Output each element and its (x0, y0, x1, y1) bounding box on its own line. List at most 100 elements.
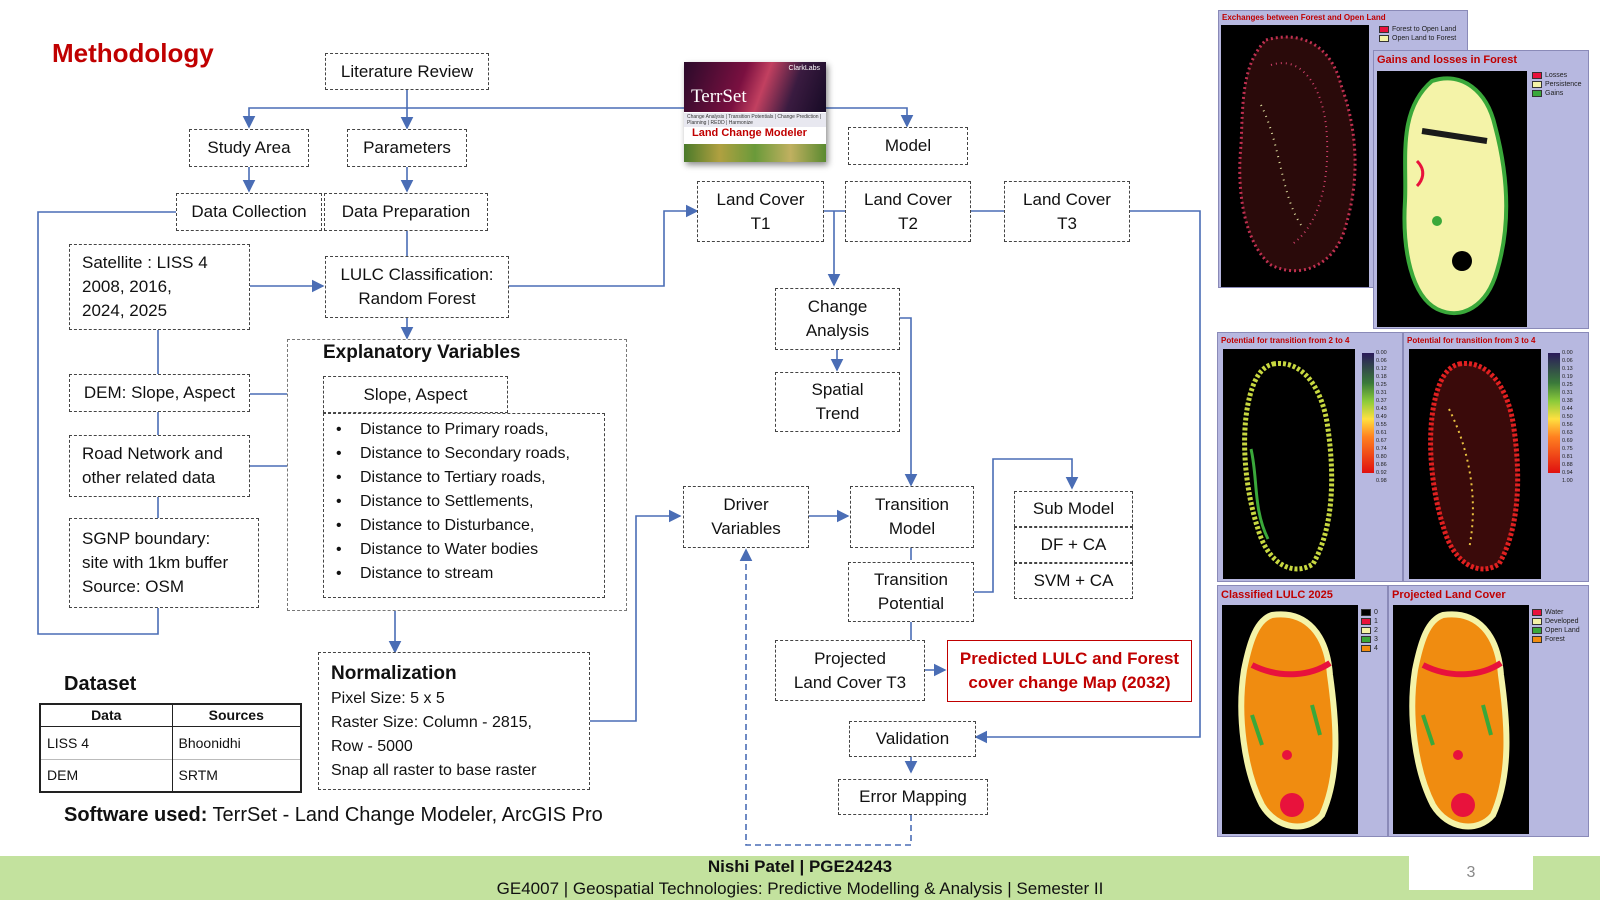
ramp-tick-label: 0.55 (1376, 422, 1387, 428)
potential-2-4-color-ramp (1362, 353, 1374, 473)
legend-swatch (1361, 608, 1371, 616)
transition-potential-box: Transition Potential (848, 562, 974, 622)
footer-author: Nishi Patel | PGE24243 (707, 857, 893, 876)
panel-title: Projected Land Cover (1392, 589, 1506, 601)
ramp-tick-label: 1.00 (1562, 478, 1573, 484)
projected-land-cover-map-art (1409, 611, 1510, 830)
software-label: Software used: (64, 804, 208, 826)
panel-title: Gains and losses in Forest (1377, 54, 1517, 66)
legend-label: Open Land (1545, 627, 1580, 634)
ramp-tick-label: 0.18 (1376, 374, 1387, 380)
normalization-title: Normalization (331, 663, 457, 684)
gains-losses-map (1377, 71, 1527, 327)
legend-swatch (1361, 626, 1371, 634)
projected-land-cover-legend: Water Developed Open Land Forest (1532, 608, 1580, 644)
land-change-modeler-label: Land Change Modeler (692, 127, 807, 139)
terrset-name: TerrSet (691, 86, 747, 107)
legend-swatch (1379, 34, 1389, 42)
dataset-title: Dataset (64, 673, 137, 695)
terrset-banner (684, 62, 826, 112)
spatial-trend-box: Spatial Trend (775, 372, 900, 432)
transition-model-box: Transition Model (850, 486, 974, 548)
gains-losses-panel: Gains and losses in Forest Losses Persis… (1373, 50, 1589, 329)
footer-course: GE4007 | Geospatial Technologies: Predic… (496, 879, 1104, 898)
table-cell: DEM (40, 758, 173, 792)
ramp-tick-label: 0.00 (1376, 350, 1387, 356)
legend-label: 3 (1374, 636, 1378, 643)
legend-label: 2 (1374, 627, 1378, 634)
classified-lulc-legend: 0 1 2 3 4 (1361, 608, 1378, 653)
ramp-tick-label: 0.63 (1562, 430, 1573, 436)
table-cell: Bhoonidhi (172, 725, 301, 759)
data-preparation-box: Data Preparation (324, 193, 488, 231)
land-cover-t2-box: Land Cover T2 (845, 181, 971, 242)
potential-3-4-map-art (1428, 360, 1521, 572)
list-item: Distance to Settlements, (336, 490, 604, 514)
normalization-line: Row - 5000 (331, 738, 413, 755)
distance-variables-list: Distance to Primary roads, Distance to S… (323, 413, 605, 598)
land-cover-t3-box: Land Cover T3 (1004, 181, 1130, 242)
svm-ca-box: SVM + CA (1014, 563, 1133, 599)
legend-label: Developed (1545, 618, 1579, 625)
data-collection-box: Data Collection (176, 193, 322, 231)
sub-model-box: Sub Model (1014, 491, 1133, 527)
dataset-table: Data Sources LISS 4 Bhoonidhi DEM SRTM (39, 703, 302, 793)
exchanges-map-art (1238, 35, 1357, 273)
ramp-tick-label: 0.25 (1562, 382, 1573, 388)
ramp-tick-label: 0.43 (1376, 406, 1387, 412)
slope-aspect-box: Slope, Aspect (323, 376, 508, 413)
list-item: Distance to stream (336, 562, 604, 586)
potential-2-4-map-art (1242, 360, 1335, 572)
ramp-tick-label: 0.80 (1376, 454, 1387, 460)
ramp-tick-label: 0.38 (1562, 398, 1573, 404)
list-item: Distance to Tertiary roads, (336, 466, 604, 490)
ramp-tick-label: 0.81 (1562, 454, 1573, 460)
ramp-tick-label: 0.13 (1562, 366, 1573, 372)
legend-label: Open Land to Forest (1392, 35, 1457, 42)
land-cover-t1-box: Land Cover T1 (697, 181, 824, 242)
software-value: TerrSet - Land Change Modeler, ArcGIS Pr… (207, 804, 603, 826)
table-row: DEM SRTM (40, 758, 301, 792)
satellite-box: Satellite : LISS 4 2008, 2016, 2024, 202… (69, 244, 250, 330)
legend-swatch (1532, 626, 1542, 634)
terrset-map-strip (684, 144, 826, 162)
footer-bar (0, 856, 1600, 900)
classified-lulc-panel: Classified LULC 2025 0 1 2 3 4 (1217, 585, 1388, 837)
legend-label: Forest (1545, 636, 1565, 643)
exchanges-legend: Forest to Open Land Open Land to Forest (1379, 25, 1456, 43)
potential-3-4-panel: Potential for transition from 3 to 4 0.0… (1403, 332, 1589, 582)
ramp-tick-label: 0.49 (1376, 414, 1387, 420)
column-header: Data (40, 704, 173, 727)
table-header-row: Data Sources (40, 704, 301, 727)
normalization-line: Raster Size: Column - 2815, (331, 714, 532, 731)
panel-title: Classified LULC 2025 (1221, 589, 1333, 601)
potential-3-4-color-ramp (1548, 353, 1560, 473)
projected-land-cover-t3-box: Projected Land Cover T3 (775, 640, 925, 701)
page-number: 3 (1409, 856, 1533, 890)
slide-title: Methodology (52, 38, 214, 68)
potential-3-4-map (1409, 349, 1541, 579)
ramp-tick-label: 0.67 (1376, 438, 1387, 444)
legend-swatch (1532, 71, 1542, 79)
dem-box: DEM: Slope, Aspect (69, 374, 250, 412)
software-used: Software used: TerrSet - Land Change Mod… (64, 804, 603, 827)
list-item: Distance to Water bodies (336, 538, 604, 562)
ramp-tick-label: 0.69 (1562, 438, 1573, 444)
ramp-tick-label: 0.31 (1376, 390, 1387, 396)
legend-label: Persistence (1545, 81, 1582, 88)
error-mapping-box: Error Mapping (838, 779, 988, 815)
model-box: Model (848, 127, 968, 165)
legend-swatch (1532, 89, 1542, 97)
parameters-box: Parameters (347, 129, 467, 167)
legend-label: Water (1545, 609, 1564, 616)
literature-review-box: Literature Review (325, 53, 489, 90)
ramp-tick-label: 0.00 (1562, 350, 1573, 356)
table-row: LISS 4 Bhoonidhi (40, 725, 301, 759)
gains-losses-map-art (1402, 76, 1509, 316)
ramp-tick-label: 0.98 (1376, 478, 1387, 484)
driver-variables-box: Driver Variables (683, 486, 809, 548)
legend-swatch (1532, 617, 1542, 625)
legend-label: 4 (1374, 645, 1378, 652)
